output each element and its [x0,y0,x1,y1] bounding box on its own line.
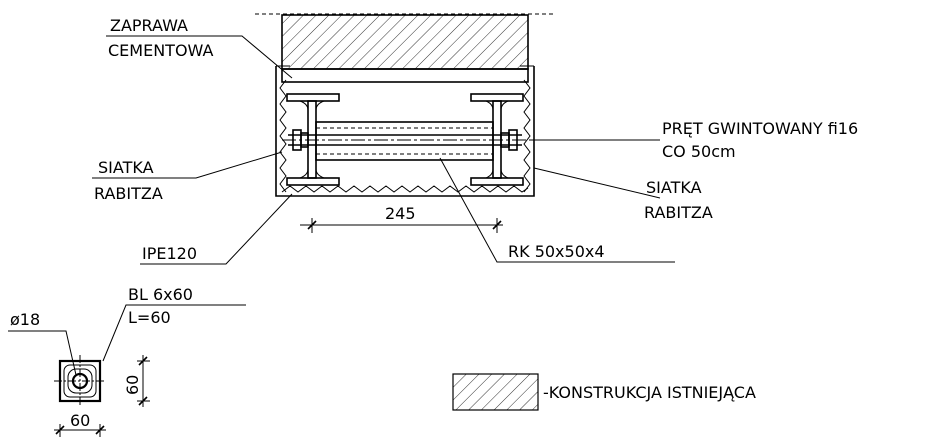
label-zaprawa-line1: ZAPRAWA [110,16,188,35]
legend-text: -KONSTRUKCJA ISTNIEJĄCA [543,383,756,402]
label-siatka-left-line1: SIATKA [98,158,154,177]
label-ipe120: IPE120 [142,244,197,263]
label-diameter: ø18 [10,310,40,329]
legend-hatch-swatch [452,373,539,411]
label-siatka-left-line2: RABITZA [94,184,163,203]
plate-dimension-horizontal-label: 60 [70,411,90,430]
plate-dimension-horizontal [54,424,106,437]
plate-dimension-vertical [137,355,150,407]
plate-leaders [8,304,246,376]
label-bl-length: L=60 [128,308,171,327]
dimension-245-label: 245 [385,204,416,223]
plate-detail [54,355,106,407]
label-siatka-right-line2: RABITZA [644,203,713,222]
leader-lines [92,35,675,265]
label-rk: RK 50x50x4 [508,242,605,261]
existing-structure [255,13,555,70]
threaded-rod [282,129,530,151]
rk-spacer-tube [315,121,494,161]
label-siatka-right-line1: SIATKA [646,178,702,197]
cement-mortar-layer [281,68,529,83]
label-zaprawa-line2: CEMENTOWA [108,41,213,60]
label-pret-line2: CO 50cm [662,142,736,161]
rabitz-mesh-casing [275,65,535,197]
dimension-245 [300,218,503,233]
label-bl: BL 6x60 [128,285,193,304]
label-pret-line1: PRĘT GWINTOWANY fi16 [662,119,858,138]
plate-dimension-vertical-label: 60 [123,375,142,395]
